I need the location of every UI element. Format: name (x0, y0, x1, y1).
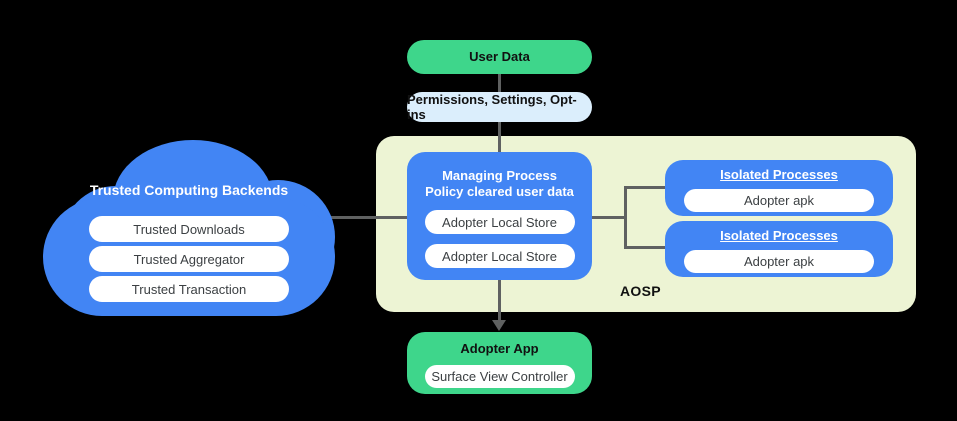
cloud-content: Trusted Computing Backends Trusted Downl… (43, 140, 335, 316)
cloud-item-trusted-aggregator[interactable]: Trusted Aggregator (89, 246, 289, 272)
adopter-apk-2[interactable]: Adopter apk (684, 250, 874, 273)
adopter-app-node[interactable]: Adopter App Surface View Controller (407, 332, 592, 394)
connector-managing-adopterapp (498, 280, 501, 322)
managing-process-title-line2: Policy cleared user data (425, 184, 574, 199)
connector-bracket-top-branch (624, 186, 668, 189)
adopter-apk-1[interactable]: Adopter apk (684, 189, 874, 212)
permissions-settings-optins-node[interactable]: Permissions, Settings, Opt-ins (407, 92, 592, 122)
connector-bracket-vertical (624, 186, 627, 248)
cloud-item-trusted-transaction[interactable]: Trusted Transaction (89, 276, 289, 302)
isolated-process-node-1[interactable]: Isolated Processes Adopter apk (665, 160, 893, 216)
trusted-computing-backends-cloud: Trusted Computing Backends Trusted Downl… (43, 140, 335, 316)
arrow-down-icon (492, 320, 506, 331)
managing-process-title: Managing Process Policy cleared user dat… (407, 168, 592, 200)
adopter-local-store-1[interactable]: Adopter Local Store (424, 210, 575, 234)
connector-cloud-managing (324, 216, 408, 219)
adopter-app-title: Adopter App (460, 341, 539, 356)
adopter-local-store-2[interactable]: Adopter Local Store (424, 244, 575, 268)
surface-view-controller[interactable]: Surface View Controller (424, 365, 575, 388)
connector-permissions-managing (498, 122, 501, 152)
isolated-process-title-1: Isolated Processes (720, 167, 838, 182)
managing-process-node[interactable]: Managing Process Policy cleared user dat… (407, 152, 592, 280)
user-data-title: User Data (469, 49, 530, 64)
cloud-item-trusted-downloads[interactable]: Trusted Downloads (89, 216, 289, 242)
cloud-title: Trusted Computing Backends (89, 182, 289, 198)
isolated-process-title-2: Isolated Processes (720, 228, 838, 243)
connector-managing-bracket (592, 216, 626, 219)
connector-bracket-bottom-branch (624, 246, 668, 249)
user-data-node[interactable]: User Data (407, 40, 592, 74)
isolated-process-node-2[interactable]: Isolated Processes Adopter apk (665, 221, 893, 277)
connector-userdata-permissions (498, 74, 501, 92)
aosp-panel-label: AOSP (620, 283, 661, 299)
permissions-label: Permissions, Settings, Opt-ins (407, 92, 577, 122)
managing-process-title-line1: Managing Process (442, 168, 557, 183)
